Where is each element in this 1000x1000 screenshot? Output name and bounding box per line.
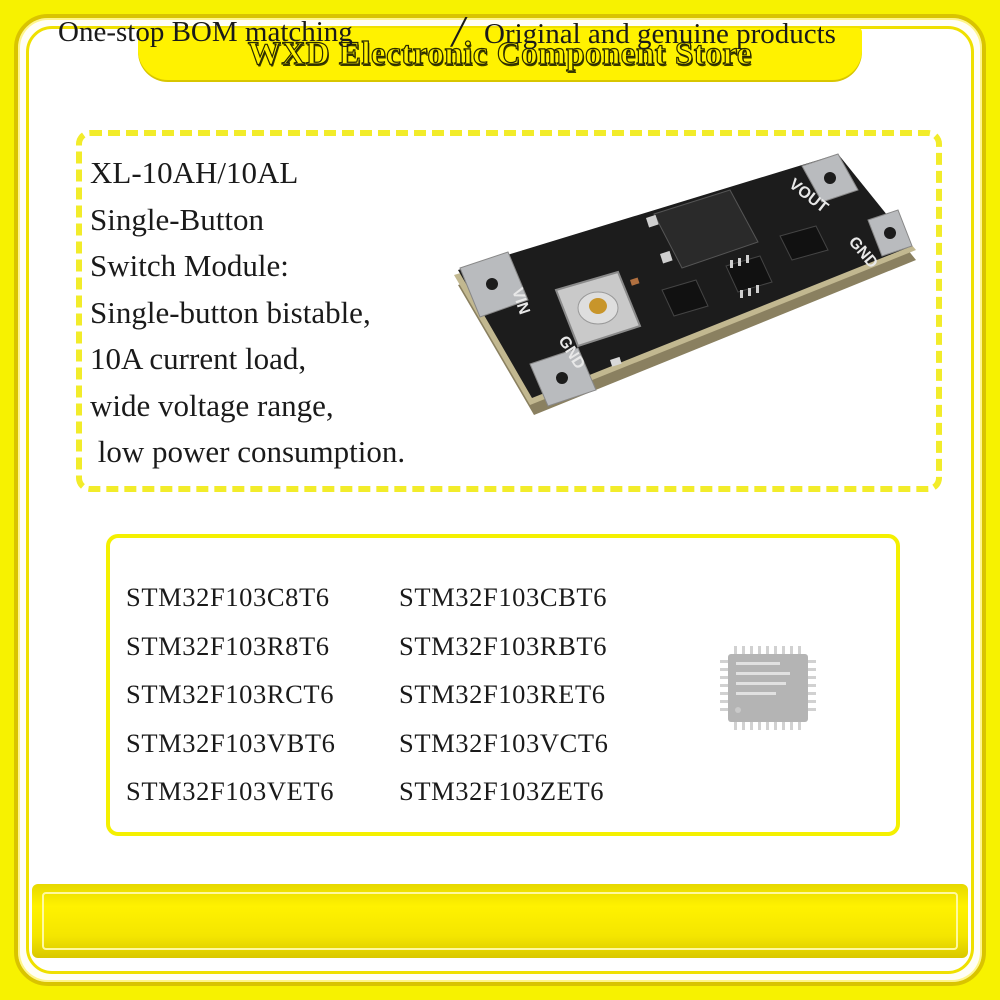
desc-line-current: 10A current load,	[90, 341, 307, 376]
parts-list: STM32F103C8T6 STM32F103CBT6 STM32F103R8T…	[126, 573, 686, 816]
pcb-board	[458, 154, 912, 398]
part-number: STM32F103RET6	[399, 679, 606, 709]
desc-line-voltage: wide voltage range,	[90, 387, 334, 423]
store-title: WXD Electronic Component Store	[247, 35, 753, 72]
footer-inner-border	[42, 892, 958, 950]
title-banner: WXD Electronic Component Store	[138, 28, 862, 80]
product-description: XL-10AH/10AL Single-Button Switch Module…	[90, 150, 470, 476]
parts-row: STM32F103VBT6 STM32F103VCT6	[126, 719, 686, 768]
ic-small-2	[661, 279, 709, 317]
switch-module-image: VIN GND VOUT GND	[450, 150, 930, 450]
parts-row: STM32F103C8T6 STM32F103CBT6	[126, 573, 686, 622]
desc-line-module: Switch Module:	[90, 248, 289, 283]
desc-line-model: XL-10AH/10AL	[90, 155, 299, 190]
desc-line-type: Single-Button	[90, 201, 264, 237]
part-number: STM32F103VCT6	[399, 727, 609, 758]
footer-genuine-text: Original and genuine products	[484, 18, 836, 50]
part-number: STM32F103CBT6	[399, 582, 608, 612]
part-number: STM32F103VET6	[126, 776, 335, 806]
mosfet-chip-icon	[646, 189, 759, 269]
switch-module-icon: VIN GND VOUT GND	[454, 153, 916, 415]
part-number: STM32F103R8T6	[126, 630, 330, 661]
footer-separator: /	[452, 7, 465, 56]
part-number: STM32F103VBT6	[126, 727, 336, 758]
qfp-chip-icon	[720, 646, 816, 730]
footer-bar	[32, 884, 968, 958]
parts-row: STM32F103RCT6 STM32F103RET6	[126, 670, 686, 719]
push-button-icon	[554, 270, 642, 348]
parts-box	[106, 534, 900, 836]
part-number: STM32F103RBT6	[399, 630, 608, 661]
product-box	[76, 130, 942, 492]
ic-small-3	[779, 225, 829, 261]
desc-line-power: low power consumption.	[90, 434, 406, 469]
parts-row: STM32F103VET6 STM32F103ZET6	[126, 767, 686, 816]
parts-row: STM32F103R8T6 STM32F103RBT6	[126, 622, 686, 671]
footer-bom-text: One-stop BOM matching	[58, 16, 353, 48]
part-number: STM32F103RCT6	[126, 679, 335, 709]
part-number: STM32F103C8T6	[126, 582, 330, 612]
desc-line-bistable: Single-button bistable,	[90, 294, 371, 330]
part-number: STM32F103ZET6	[399, 776, 605, 806]
